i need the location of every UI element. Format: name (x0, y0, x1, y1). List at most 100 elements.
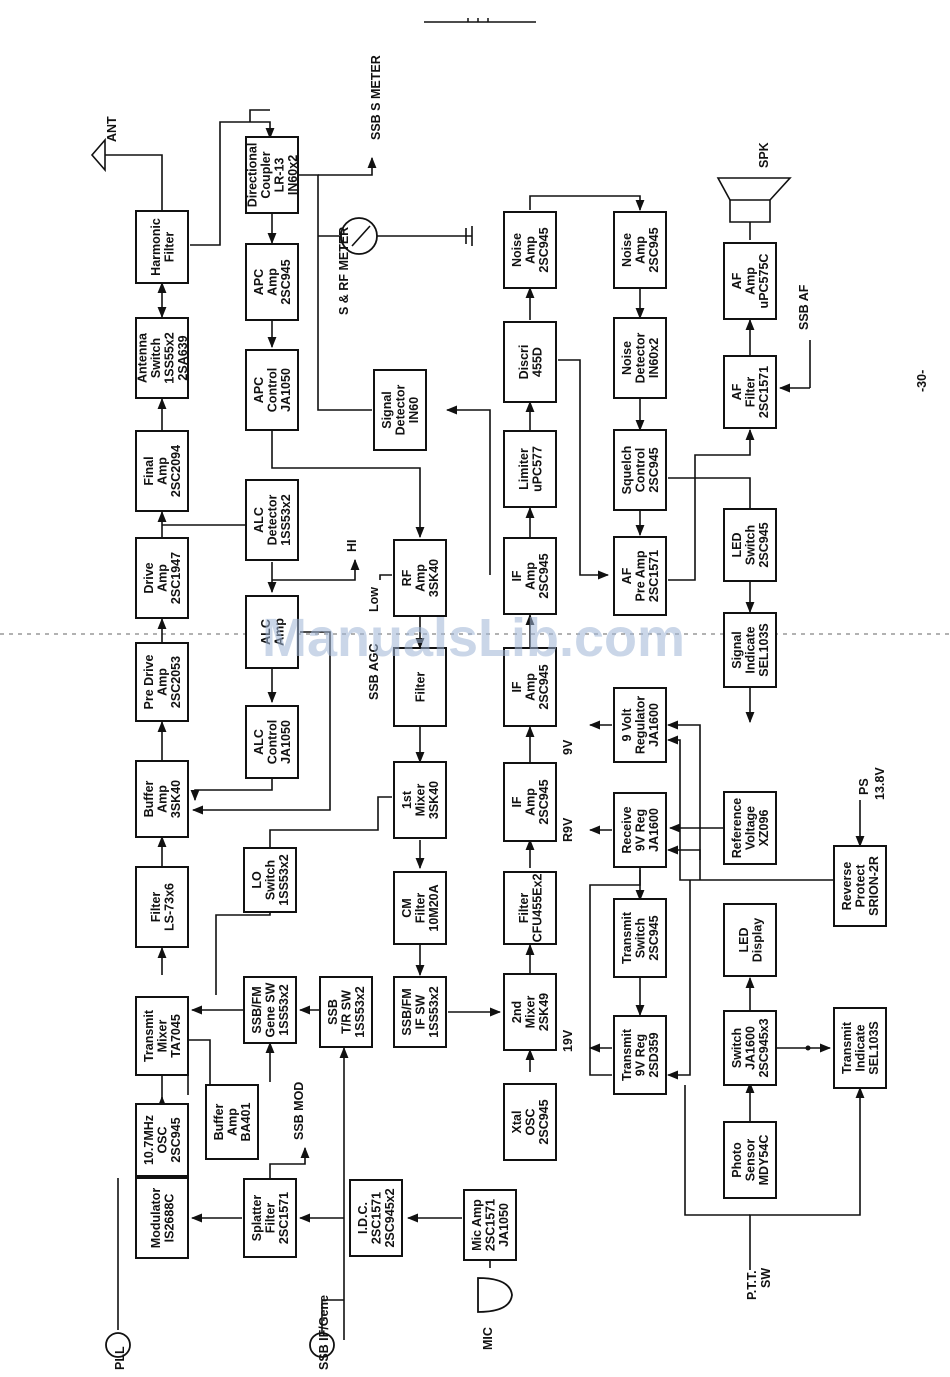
block-box (135, 537, 189, 619)
block-label-line: 2SC2094 (169, 445, 183, 497)
label-r9v: R9V (561, 817, 575, 842)
block-label-line: SEL103S (757, 623, 771, 677)
block-label-line: 2SC945 (537, 1099, 551, 1144)
block-box (723, 612, 777, 688)
block-label-line: Filter (414, 893, 428, 924)
pll-connector (105, 1332, 131, 1358)
block-box (393, 976, 447, 1048)
block-box (503, 647, 557, 727)
block-box (723, 242, 777, 320)
block-signal-indicate: SignalIndicateSEL103S (723, 612, 777, 688)
block-label-line: SRION-2R (867, 856, 881, 916)
block-label-line: RF (400, 569, 414, 586)
block-squelch-control: SquelchControl2SC945 (613, 429, 667, 511)
block-label-line: OSC (156, 1126, 170, 1153)
label-ssb-af: SSB AF (797, 284, 811, 330)
block-label-line: Modulator (149, 1188, 163, 1249)
block-label-line: IN60 (407, 397, 421, 423)
block-label-line: Amp (524, 562, 538, 590)
block-label: CMFilter10M20A (400, 884, 441, 931)
block-label-line: Amp (156, 785, 170, 813)
block-label-line: Receive (620, 806, 634, 853)
block-label-line: Pre Amp (634, 550, 648, 601)
block-label: SquelchControl2SC945 (620, 446, 661, 495)
block-box (613, 687, 667, 763)
block-box (245, 243, 299, 321)
block-second-mixer: 2ndMixer2SK49 (503, 973, 557, 1051)
label-ptt: P.T.T. (745, 1270, 759, 1300)
block-label: SplatterFilter2SC1571 (250, 1192, 291, 1244)
block-box (135, 996, 189, 1076)
block-box (503, 211, 557, 289)
block-xtal-osc: XtalOSC2SC945 (503, 1083, 557, 1161)
block-label-line: 2SC1571 (277, 1192, 291, 1244)
block-label-line: BA401 (239, 1103, 253, 1142)
block-if-amp-2: IFAmp2SC945 (503, 647, 557, 727)
block-label-line: Protect (854, 864, 868, 908)
block-label-line: Final (142, 456, 156, 485)
block-label-line: Mic Amp (470, 1199, 484, 1251)
block-label-line: 2SC945x2 (383, 1188, 397, 1247)
label-low-hi: Low (367, 587, 381, 612)
block-box (503, 762, 557, 842)
block-box (135, 1177, 189, 1259)
block-label-line: JA1050 (279, 368, 293, 412)
block-label-line: Drive (142, 562, 156, 593)
block-label-line: APC (252, 269, 266, 295)
block-directional-coupler: DirectionalCouplerLR-13IN60x2 (245, 136, 300, 214)
block-label-line: 1st (400, 790, 414, 809)
block-reverse-protect: ReverseProtectSRION-2R (833, 845, 887, 927)
label-ps-volt: 13.8V (873, 767, 887, 800)
block-label-line: Amp (272, 618, 286, 646)
block-box (613, 1015, 667, 1095)
block-label-line: 10M20A (427, 884, 441, 931)
block-label: SSB/FMGene SW1SS53x2 (250, 982, 291, 1037)
blocks-layer: HarmonicFilterAntennaSwitch1SS55x22SA639… (135, 136, 887, 1261)
block-box (503, 321, 557, 403)
label-mic: MIC (481, 1327, 495, 1350)
block-label-line: T/R SW (340, 990, 354, 1034)
block-af-filter: AFFilter2SC1571 (723, 355, 777, 429)
block-alc-amp: ALCAmp (245, 595, 299, 669)
block-label-line: 3SK40 (169, 780, 183, 818)
label-v9: 9V (561, 739, 575, 755)
block-label-line: Squelch (620, 446, 634, 495)
block-rf-amp: RFAmp3SK40 (393, 539, 447, 617)
block-label-line: Filter (149, 892, 163, 923)
block-label: SignalDetectorIN60 (380, 385, 421, 436)
block-label: FilterCFU455Ex2 (517, 874, 545, 943)
block-label-line: Filter (162, 232, 176, 263)
block-label-line: XZ096 (757, 810, 771, 847)
block-box (613, 317, 667, 399)
block-label: APCControlJA1050 (252, 368, 293, 412)
block-if-amp-1: IFAmp2SC945 (503, 537, 557, 615)
block-label: DriveAmp2SC1947 (142, 552, 183, 604)
block-alc-control: ALCControlJA1050 (245, 705, 299, 779)
block-label-line: OSC (524, 1108, 538, 1135)
block-box (135, 1103, 189, 1177)
block-label-line: 3SK40 (427, 559, 441, 597)
block-label-line: uPC577 (530, 446, 544, 492)
label-ssb-s-meter: SSB S METER (369, 55, 383, 140)
block-label-line: Coupler (259, 151, 273, 198)
block-label-line: Gene SW (264, 982, 278, 1037)
block-label-line: 1SS53x2 (279, 494, 293, 545)
block-label: ReverseProtectSRION-2R (840, 856, 881, 916)
block-label-line: 1SS53x2 (277, 984, 291, 1035)
block-label-line: Mixer (414, 784, 428, 817)
block-label-line: 9 Volt (620, 708, 634, 742)
block-label: NoiseAmp2SC945 (620, 227, 661, 272)
block-label: SSBT/R SW1SS53x2 (326, 986, 367, 1037)
block-label: ReferenceVoltageXZ096 (730, 798, 771, 858)
block-label-line: 9V Reg (634, 809, 648, 851)
block-if-amp-3: IFAmp2SC945 (503, 762, 557, 842)
block-label-line: 2SC945 (537, 664, 551, 709)
block-box (245, 595, 299, 669)
block-box (135, 760, 189, 838)
block-label-line: Harmonic (149, 218, 163, 276)
block-box (243, 976, 297, 1044)
block-label: Pre DriveAmp2SC2053 (142, 655, 183, 710)
block-af-pre-amp: AFPre Amp2SC1571 (613, 536, 667, 616)
block-label-line: Switch (634, 918, 648, 958)
